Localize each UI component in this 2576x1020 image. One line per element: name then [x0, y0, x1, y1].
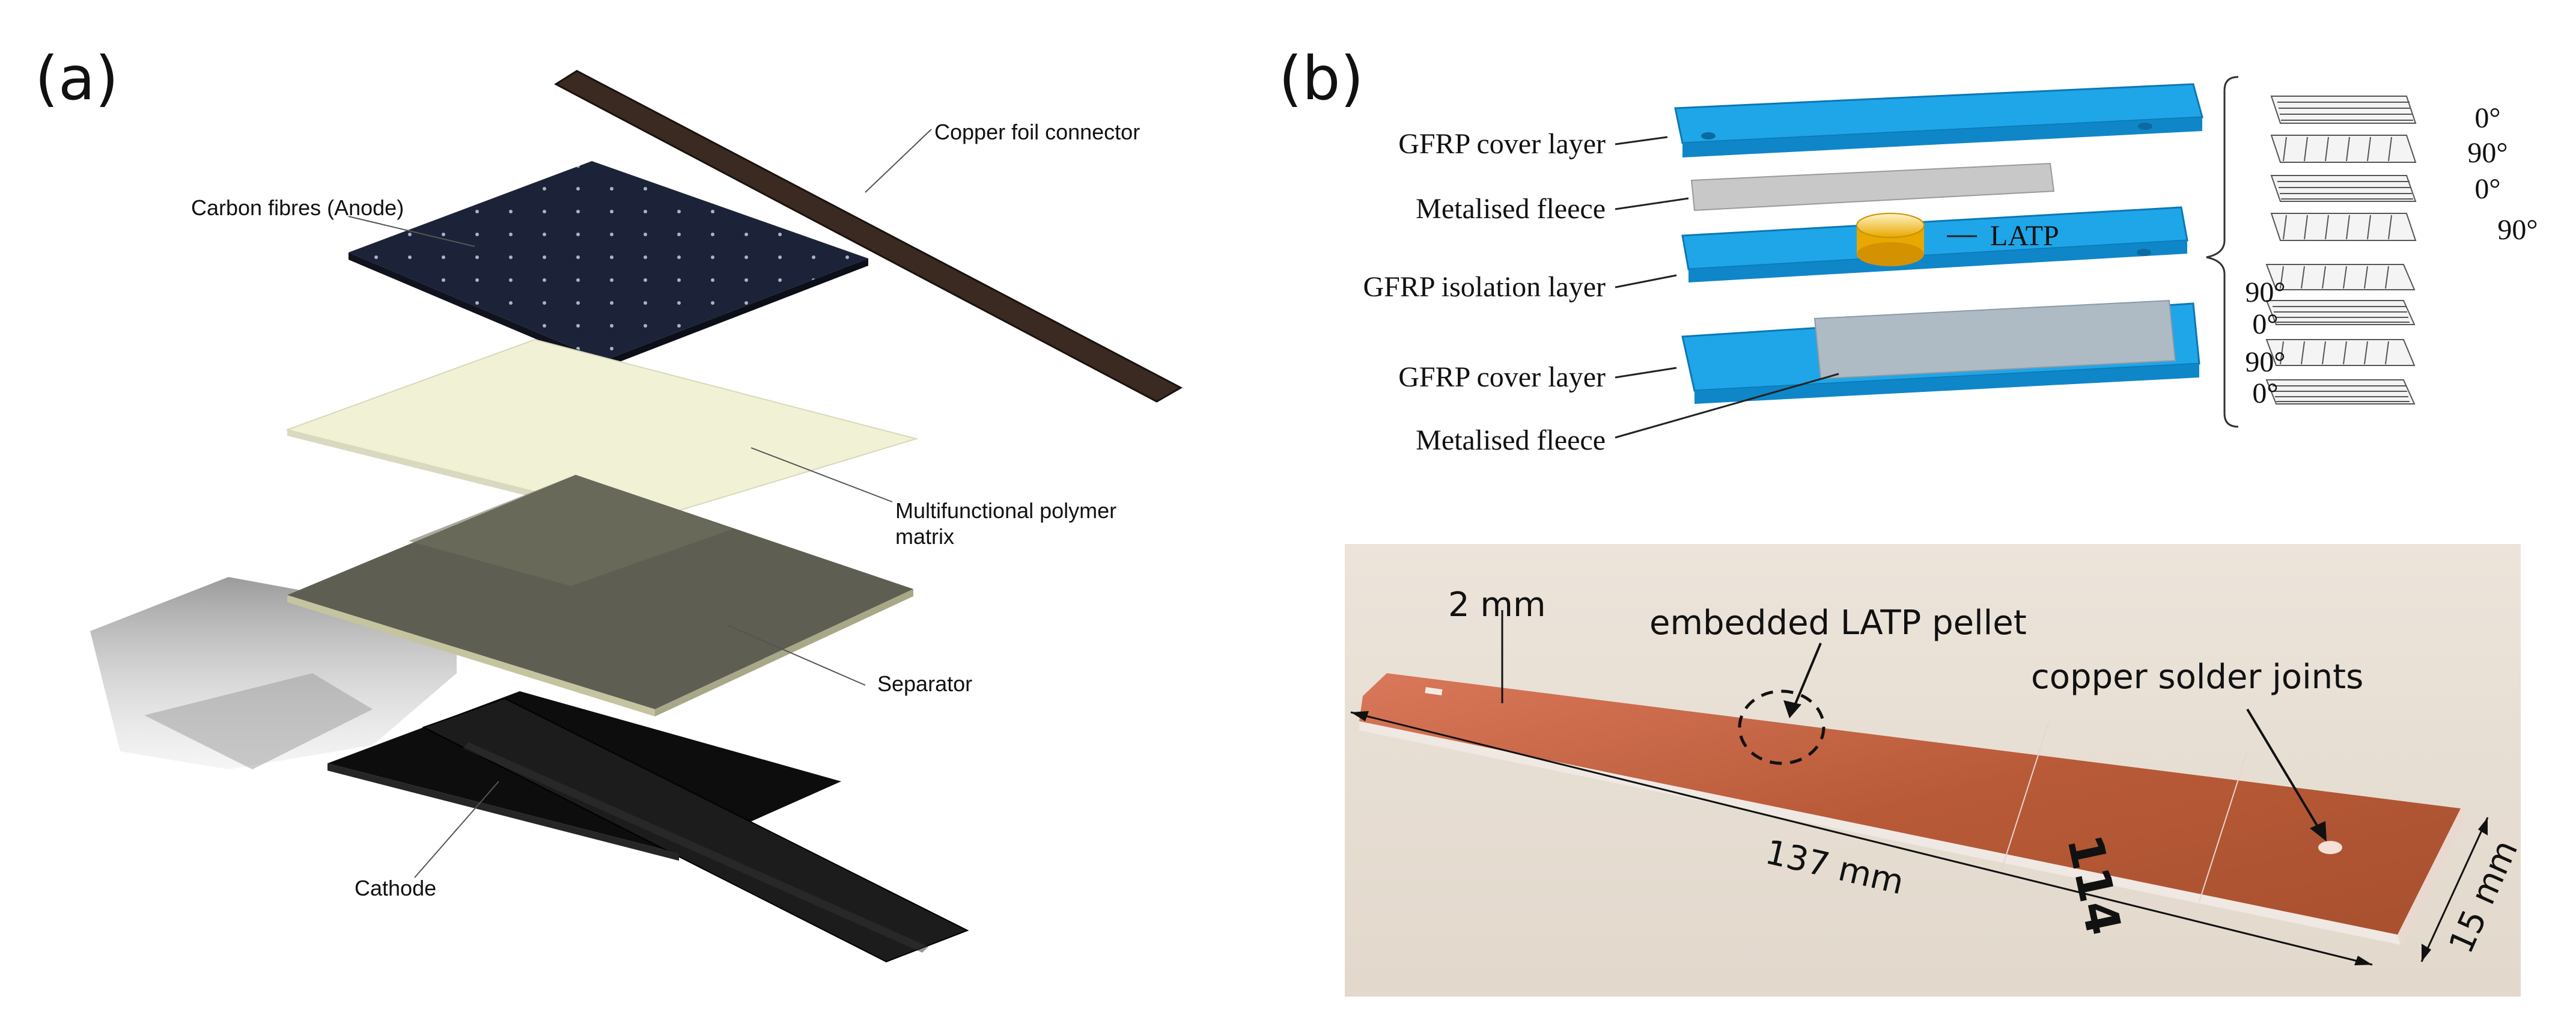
ply-0-2 [2270, 175, 2417, 202]
angle-label: 0° [2474, 102, 2500, 134]
isolation-leader [1615, 274, 1677, 289]
solder-arrow [2246, 708, 2321, 831]
ply-90-1 [2270, 135, 2417, 163]
specimen-photo: 114 2 mm embedded LATP pellet copper sol… [1345, 544, 2526, 997]
solder-joint-spot [2318, 841, 2342, 854]
angle-label: 90° [2245, 346, 2285, 378]
metalised-fleece-top [1690, 162, 2055, 212]
angle-label: 90° [2245, 276, 2285, 308]
label-copper-solder: copper solder joints [2031, 658, 2363, 697]
angle-label: 90° [2467, 137, 2507, 169]
cover-top-leader [1615, 136, 1668, 145]
carbon-leader [348, 216, 475, 247]
carbon-fibre-anode-layer [349, 161, 868, 368]
cover-bottom-leader [1615, 367, 1677, 379]
layup-brace [2206, 76, 2239, 428]
ply-0-1 [2270, 96, 2417, 124]
angle-label: 90° [2497, 214, 2538, 246]
label-embedded-pellet: embedded LATP pellet [1649, 603, 2027, 643]
panel-a: (a) [35, 43, 1183, 963]
length-dimension-line [1350, 711, 2373, 966]
gfrp-cover-layer-top [1674, 83, 2203, 157]
copper-leader [865, 129, 932, 193]
cathode-layer [327, 691, 969, 963]
ply-90-4 [2265, 339, 2416, 366]
pellet-dashed-circle [1738, 689, 1825, 765]
pellet-arrow [1792, 643, 1822, 709]
width-dimension-line [2420, 817, 2489, 962]
ply-stack [2265, 96, 2417, 405]
label-latp: LATP [1990, 220, 2059, 252]
panel-b-schematic: (b) LATP [1279, 43, 2538, 456]
metalised-fleece-bottom [1813, 299, 2176, 380]
matrix-leader [751, 447, 893, 502]
label-gfrp-isolation: GFRP isolation layer [1363, 271, 1606, 303]
label-gfrp-cover-top: GFRP cover layer [1398, 128, 1606, 160]
angle-label: 0° [2252, 308, 2278, 340]
label-2mm: 2 mm [1448, 585, 1546, 625]
label-carbon-fibres: Carbon fibres (Anode) [191, 195, 404, 220]
label-gfrp-cover-bottom: GFRP cover layer [1398, 361, 1606, 393]
specimen-strip [1359, 673, 2467, 945]
angle-label: 0° [2474, 173, 2500, 205]
label-copper-foil: Copper foil connector [934, 120, 1140, 144]
panel-b-label: (b) [1279, 43, 1364, 114]
label-separator: Separator [877, 671, 972, 696]
ply-0-3 [2265, 300, 2416, 325]
label-fleece-top: Metalised fleece [1416, 193, 1606, 225]
separator-leader [726, 625, 866, 686]
copper-foil-connector-strip [554, 70, 1183, 403]
label-polymer-matrix-2: matrix [895, 524, 954, 549]
ply-0-4 [2265, 379, 2416, 405]
label-cathode: Cathode [355, 876, 436, 900]
latp-pellet [1856, 213, 1925, 266]
label-polymer-matrix-1: Multifunctional polymer [895, 498, 1116, 523]
ply-90-3 [2265, 264, 2416, 290]
fleece-top-leader [1615, 197, 1689, 210]
panel-a-label: (a) [35, 43, 118, 114]
fleece-bottom-leader [1615, 373, 1839, 439]
label-fleece-bottom: Metalised fleece [1416, 424, 1606, 456]
cathode-leader [414, 781, 499, 878]
gfrp-isolation-layer [1681, 206, 2188, 282]
separator-layer [287, 475, 913, 716]
ply-90-2 [2270, 213, 2417, 241]
angle-label: 0° [2252, 377, 2278, 409]
